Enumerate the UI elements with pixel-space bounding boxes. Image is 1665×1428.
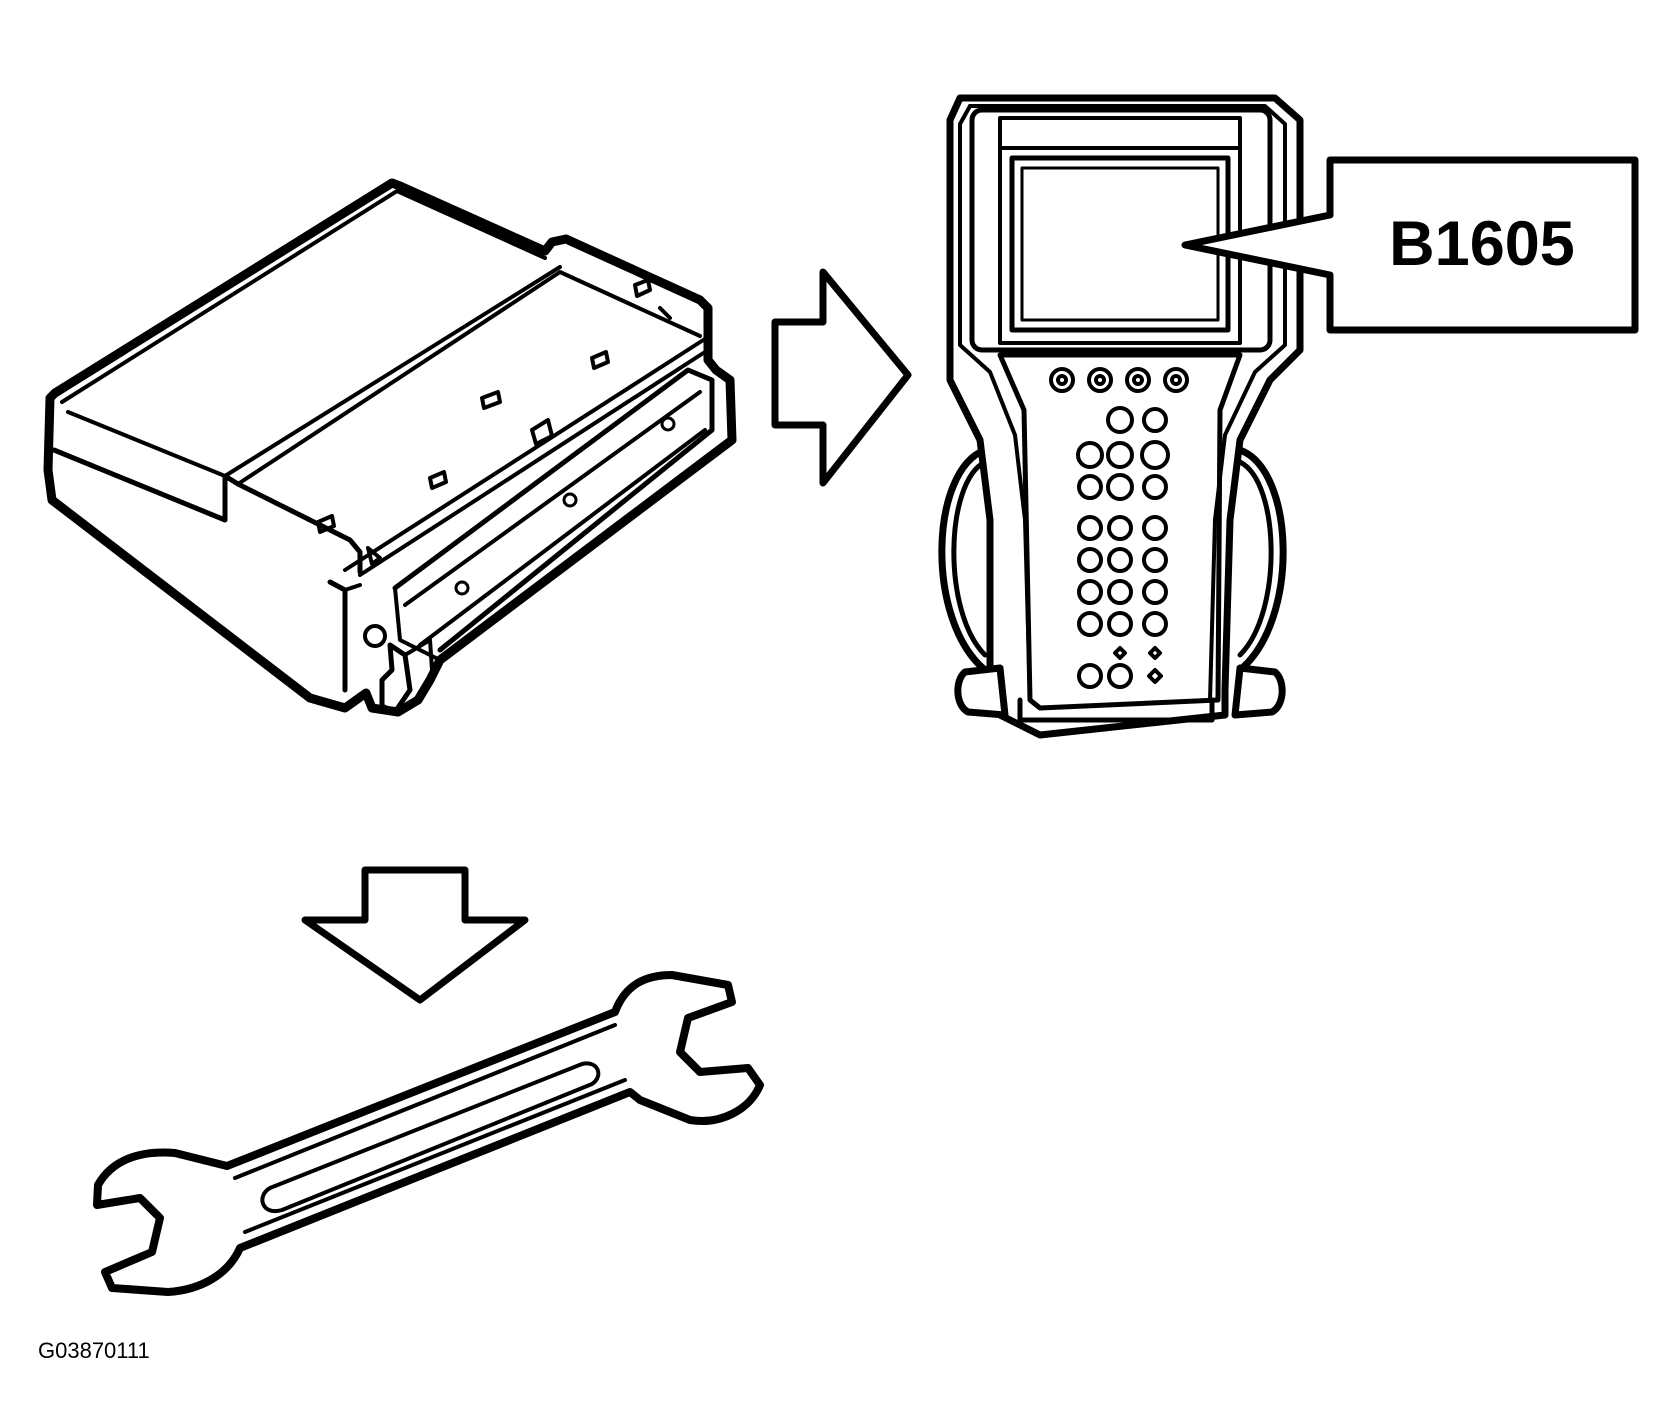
down-arrow-icon: [301, 866, 529, 1004]
wrench-icon: [93, 971, 764, 1296]
dtc-code-label: B1605: [1389, 209, 1575, 279]
dtc-callout: [1181, 156, 1639, 334]
figure-id-label: G03870111: [38, 1338, 150, 1363]
right-arrow-icon: [771, 268, 912, 487]
scan-tool-icon: [938, 94, 1304, 739]
control-module-icon: [43, 178, 737, 717]
